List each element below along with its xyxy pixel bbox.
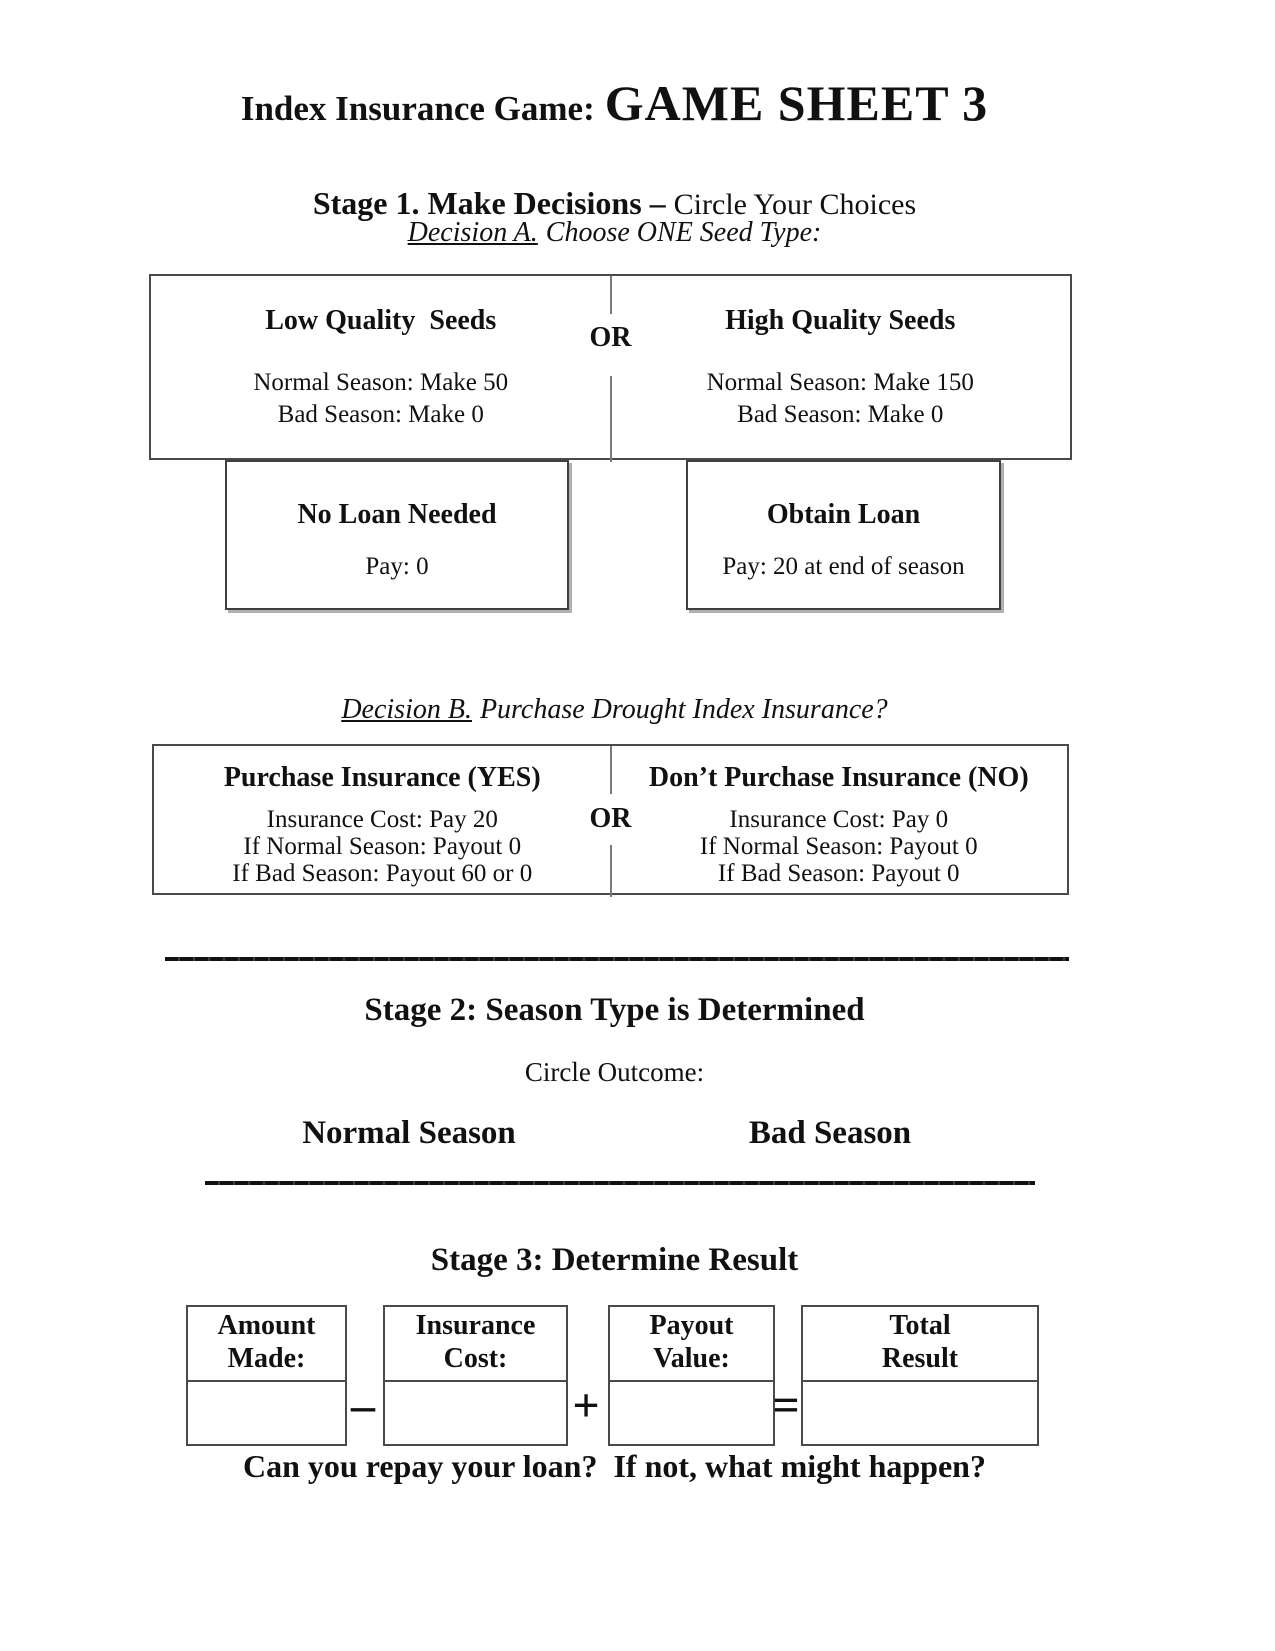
- total-result-column: Total Result: [801, 1305, 1039, 1446]
- insurance-yes-title: Purchase Insurance (YES): [223, 762, 541, 793]
- seed-option-high-title: High Quality Seeds: [725, 305, 956, 336]
- stage1-heading-bold: Stage 1. Make Decisions –: [312, 185, 666, 221]
- insurance-choice-box: Purchase Insurance (YES) Insurance Cost:…: [152, 744, 1069, 897]
- seed-option-low[interactable]: Low Quality Seeds Normal Season: Make 50…: [151, 276, 611, 458]
- decision-a-text: Choose ONE Seed Type:: [545, 217, 822, 248]
- decision-a-label: Decision A.: [407, 217, 538, 248]
- seed-option-low-title: Low Quality Seeds: [265, 305, 497, 336]
- decision-b-label: Decision B.: [341, 694, 472, 725]
- total-result-header: Total Result: [801, 1305, 1039, 1382]
- loan-obtain-title: Obtain Loan: [766, 499, 921, 530]
- insurance-box-divider-top: [609, 746, 612, 794]
- page-title-main: GAME SHEET 3: [604, 75, 989, 131]
- operator-plus: +: [572, 1379, 600, 1432]
- insurance-yes-normal: If Normal Season: Payout 0: [243, 833, 522, 860]
- total-result-label-line2: Result: [881, 1343, 959, 1374]
- total-result-input[interactable]: [801, 1380, 1039, 1446]
- seed-option-high-bad: Bad Season: Make 0: [737, 401, 944, 428]
- amount-made-column: Amount Made:: [186, 1305, 347, 1446]
- circle-outcome-label: Circle Outcome:: [524, 1057, 705, 1087]
- payout-value-label-line1: Payout: [649, 1310, 734, 1341]
- stage1-heading-regular: Circle Your Choices: [673, 188, 917, 221]
- insurance-yes-cost: Insurance Cost: Pay 20: [266, 806, 498, 833]
- insurance-or-label: OR: [589, 803, 632, 834]
- amount-made-header: Amount Made:: [186, 1305, 347, 1382]
- stage2-heading: Stage 2: Season Type is Determined: [364, 992, 865, 1028]
- amount-made-input[interactable]: [186, 1380, 347, 1446]
- insurance-no-cost: Insurance Cost: Pay 0: [729, 806, 949, 833]
- insurance-cost-header: Insurance Cost:: [383, 1305, 568, 1382]
- insurance-no-normal: If Normal Season: Payout 0: [699, 833, 978, 860]
- seed-option-high[interactable]: High Quality Seeds Normal Season: Make 1…: [611, 276, 1071, 458]
- outcome-bad-season[interactable]: Bad Season: [748, 1115, 912, 1151]
- section-divider-2: [205, 1181, 1035, 1185]
- operator-equals: =: [772, 1379, 800, 1432]
- loan-no-loan-detail: Pay: 0: [365, 553, 429, 580]
- outcome-normal-season[interactable]: Normal Season: [302, 1115, 516, 1151]
- payout-value-header: Payout Value:: [608, 1305, 775, 1382]
- insurance-cost-input[interactable]: [383, 1380, 568, 1446]
- page-title: Index Insurance Game:GAME SHEET 3: [0, 74, 1229, 136]
- loan-option-obtain[interactable]: Obtain Loan Pay: 20 at end of season: [686, 460, 1001, 610]
- decision-b-heading: Decision B.Purchase Drought Index Insura…: [0, 693, 1229, 727]
- seed-box-divider-bottom: [609, 376, 612, 462]
- loan-obtain-detail: Pay: 20 at end of season: [722, 553, 965, 580]
- insurance-cost-label-line1: Insurance: [415, 1310, 536, 1341]
- insurance-option-yes[interactable]: Purchase Insurance (YES) Insurance Cost:…: [154, 746, 611, 893]
- amount-made-label-line2: Made:: [227, 1343, 306, 1374]
- insurance-no-bad: If Bad Season: Payout 0: [717, 860, 960, 887]
- loan-option-no-loan[interactable]: No Loan Needed Pay: 0: [225, 460, 569, 610]
- seed-option-high-normal: Normal Season: Make 150: [706, 369, 974, 396]
- operator-minus: –: [351, 1379, 375, 1432]
- seed-or-label: OR: [589, 322, 632, 353]
- payout-value-input[interactable]: [608, 1380, 775, 1446]
- seed-choice-box: Low Quality Seeds Normal Season: Make 50…: [149, 274, 1072, 462]
- seed-option-low-normal: Normal Season: Make 50: [253, 369, 509, 396]
- insurance-no-title: Don’t Purchase Insurance (NO): [648, 762, 1029, 793]
- page-title-prefix: Index Insurance Game:: [240, 89, 595, 128]
- repay-question: Can you repay your loan? If not, what mi…: [243, 1448, 986, 1484]
- insurance-cost-column: Insurance Cost:: [383, 1305, 568, 1446]
- loan-no-loan-title: No Loan Needed: [297, 499, 497, 530]
- decision-a-heading: Decision A.Choose ONE Seed Type:: [0, 216, 1229, 250]
- insurance-cost-label-line2: Cost:: [443, 1343, 508, 1374]
- stage3-heading: Stage 3: Determine Result: [430, 1242, 799, 1278]
- decision-b-text: Purchase Drought Index Insurance?: [479, 694, 888, 725]
- payout-value-column: Payout Value:: [608, 1305, 775, 1446]
- stage1-heading: Stage 1. Make Decisions –Circle Your Cho…: [0, 183, 1229, 230]
- insurance-yes-bad: If Bad Season: Payout 60 or 0: [232, 860, 533, 887]
- seed-box-divider-top: [609, 276, 612, 314]
- insurance-box-divider-bottom: [609, 845, 612, 897]
- amount-made-label-line1: Amount: [217, 1310, 316, 1341]
- section-divider-1: [165, 957, 1069, 961]
- seed-option-low-bad: Bad Season: Make 0: [277, 401, 484, 428]
- insurance-option-no[interactable]: Don’t Purchase Insurance (NO) Insurance …: [611, 746, 1068, 893]
- total-result-label-line1: Total: [889, 1310, 951, 1341]
- payout-value-label-line2: Value:: [653, 1343, 730, 1374]
